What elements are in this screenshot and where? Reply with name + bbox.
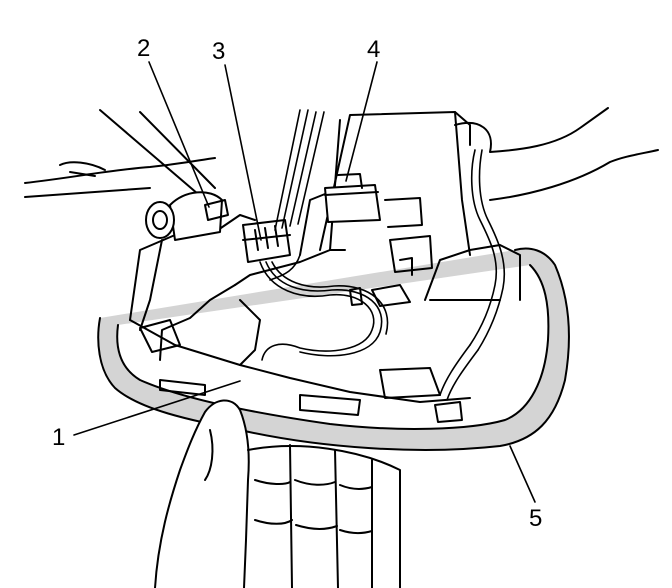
callout-5: 5 [529, 505, 543, 532]
leader-5 [509, 445, 536, 503]
leader-2 [148, 61, 210, 208]
console-housing [129, 111, 521, 423]
connector [242, 219, 291, 263]
callout-4: 4 [367, 36, 381, 63]
callout-1: 1 [52, 424, 66, 451]
hand [154, 399, 401, 588]
lamp-module [324, 173, 423, 228]
left-lamp-socket [139, 191, 229, 331]
leader-3 [224, 64, 262, 241]
callout-3: 3 [212, 38, 226, 65]
wiring-harness [259, 109, 506, 401]
console-bezel [97, 247, 570, 451]
leader-lines [73, 61, 536, 503]
callout-2: 2 [137, 35, 151, 62]
headliner [24, 107, 659, 201]
leader-4 [345, 61, 378, 182]
leader-1 [73, 380, 241, 436]
